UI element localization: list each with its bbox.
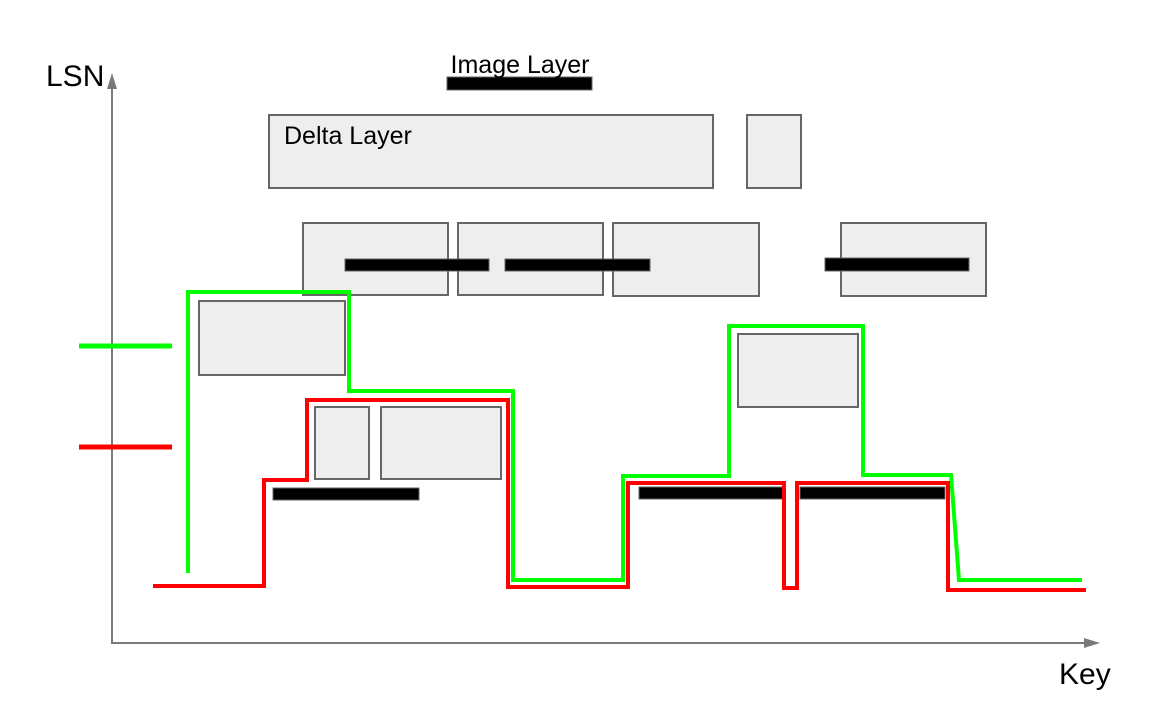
red-lsn-horizon-line [153,398,1086,592]
image-layer-bar-row2-3 [824,257,970,272]
delta-layer-box-tower [737,333,859,408]
y-axis-label: LSN [46,60,105,93]
y-axis-arrowhead-icon [107,73,117,89]
delta-layer-box-left-mid [198,300,346,376]
x-axis-label: Key [1059,658,1111,691]
delta-layer-box-labeled [268,114,714,189]
image-layer-bar-low-3 [799,486,946,500]
green-lsn-horizon-line [186,290,1082,582]
delta-layer-label: Delta Layer [284,122,412,150]
image-layer-bar-low-2 [638,486,784,500]
delta-layer-box-small-top [746,114,802,189]
delta-layer-box-low-wide [380,406,502,480]
delta-layer-box-low-small [314,406,370,480]
image-layer-bar-row2-1 [344,258,490,272]
image-layer-legend-bar [446,76,593,91]
image-layer-bar-low-1 [272,487,420,501]
image-layer-label: Image Layer [450,51,590,79]
image-layer-bar-row2-2 [504,258,651,272]
x-axis-arrowhead-icon [1084,638,1100,648]
